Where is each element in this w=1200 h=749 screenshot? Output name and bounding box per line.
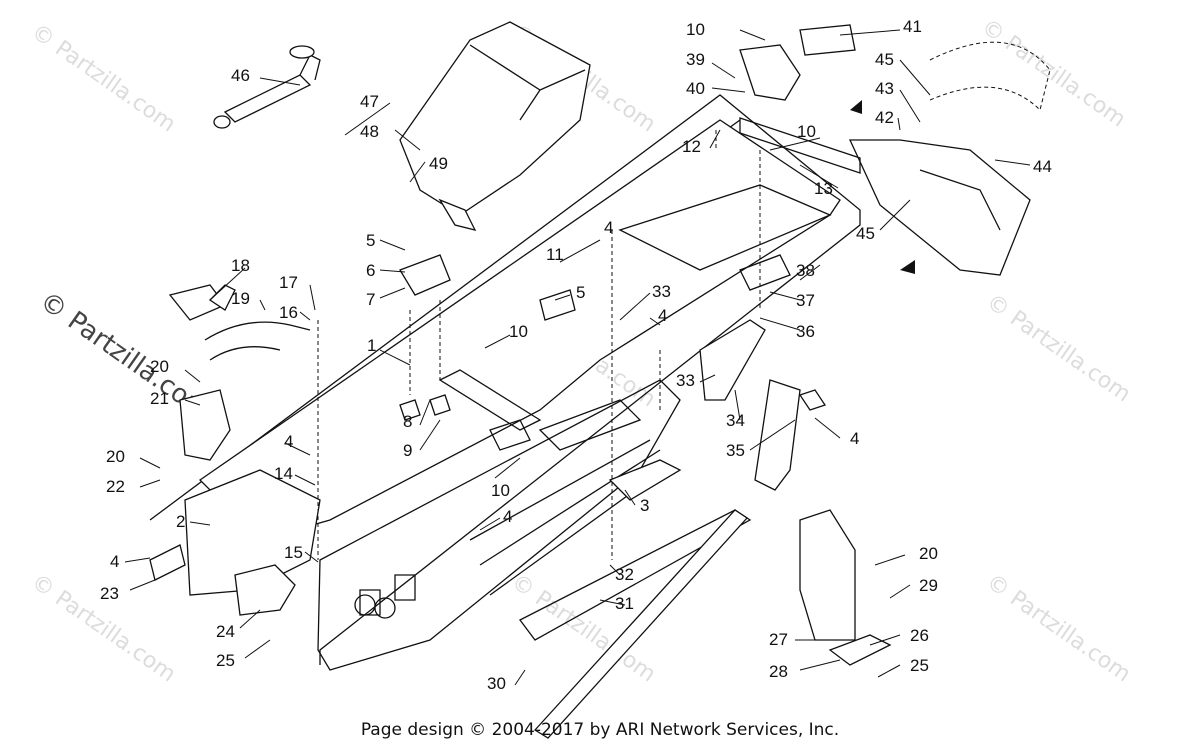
callout-4: 4	[850, 429, 859, 448]
callout-4: 4	[658, 306, 667, 325]
callout-47: 47	[360, 92, 379, 111]
callout-34: 34	[726, 411, 745, 430]
leader-lines	[124, 29, 1031, 686]
callout-13: 13	[814, 179, 833, 198]
small-brackets	[399, 254, 827, 421]
callout-45: 45	[875, 50, 894, 69]
callout-7: 7	[366, 290, 375, 309]
callout-41: 41	[903, 17, 922, 36]
callout-44: 44	[1033, 157, 1052, 176]
footer-copyright: Page design © 2004-2017 by ARI Network S…	[360, 720, 840, 740]
watermark: © Partzilla.com	[982, 289, 1135, 407]
callout-9: 9	[403, 441, 412, 460]
callout-36: 36	[796, 322, 815, 341]
callout-2: 2	[176, 512, 185, 531]
callout-26: 26	[910, 626, 929, 645]
callout-22: 22	[106, 477, 125, 496]
watermark: © Partzilla.com	[27, 19, 180, 137]
callout-30: 30	[487, 674, 506, 693]
running-boards	[208, 284, 892, 739]
callout-49: 49	[429, 154, 448, 173]
callout-35: 35	[726, 441, 745, 460]
callout-4: 4	[110, 552, 119, 571]
callout-28: 28	[769, 662, 788, 681]
callout-8: 8	[403, 412, 412, 431]
callout-45: 45	[856, 224, 875, 243]
callout-33: 33	[652, 282, 671, 301]
callout-25: 25	[910, 656, 929, 675]
callout-6: 6	[366, 261, 375, 280]
callout-11: 11	[546, 245, 564, 264]
chassis-tunnel	[149, 94, 861, 671]
callout-labels: 1 2 3 4 4 4 4 4 4 5 5 6 7 8 9 10 10 10 1…	[100, 17, 1052, 693]
callout-39: 39	[686, 50, 705, 69]
callout-10: 10	[509, 322, 528, 341]
callout-40: 40	[686, 79, 705, 98]
callout-16: 16	[279, 303, 298, 322]
callout-23: 23	[100, 584, 119, 603]
callout-5: 5	[366, 231, 375, 250]
air-pump	[213, 45, 321, 129]
callout-21: 21	[150, 389, 169, 408]
callout-24: 24	[216, 622, 235, 641]
callout-20: 20	[919, 544, 938, 563]
callout-27: 27	[769, 630, 788, 649]
callout-33: 33	[676, 371, 695, 390]
callout-14: 14	[274, 464, 293, 483]
front-bulkhead	[149, 284, 321, 616]
callout-5: 5	[576, 283, 585, 302]
callout-4: 4	[503, 507, 512, 526]
callout-4: 4	[284, 432, 293, 451]
callout-1: 1	[367, 336, 376, 355]
callout-10: 10	[686, 20, 705, 39]
fastener-guides	[317, 130, 761, 560]
callout-29: 29	[919, 576, 938, 595]
watermark: © Partzilla.com	[977, 14, 1130, 132]
callout-31: 31	[615, 594, 634, 613]
callout-20: 20	[150, 357, 169, 376]
seat-assembly	[399, 21, 591, 231]
callout-20: 20	[106, 447, 125, 466]
callout-19: 19	[231, 289, 250, 308]
callout-42: 42	[875, 108, 894, 127]
callout-3: 3	[640, 496, 649, 515]
callout-10: 10	[491, 481, 510, 500]
callout-48: 48	[360, 122, 379, 141]
callout-43: 43	[875, 79, 894, 98]
callout-46: 46	[231, 66, 250, 85]
rear-storage	[739, 24, 1051, 276]
callout-37: 37	[796, 291, 815, 310]
callout-18: 18	[231, 256, 250, 275]
callout-10: 10	[797, 122, 816, 141]
callout-38: 38	[796, 261, 815, 280]
callout-15: 15	[284, 543, 303, 562]
callout-17: 17	[279, 273, 298, 292]
direction-arrows	[850, 100, 915, 274]
callout-25: 25	[216, 651, 235, 670]
callout-32: 32	[615, 565, 634, 584]
callout-12: 12	[682, 137, 701, 156]
callout-4: 4	[604, 218, 613, 237]
watermark: © Partzilla.com	[982, 569, 1135, 687]
